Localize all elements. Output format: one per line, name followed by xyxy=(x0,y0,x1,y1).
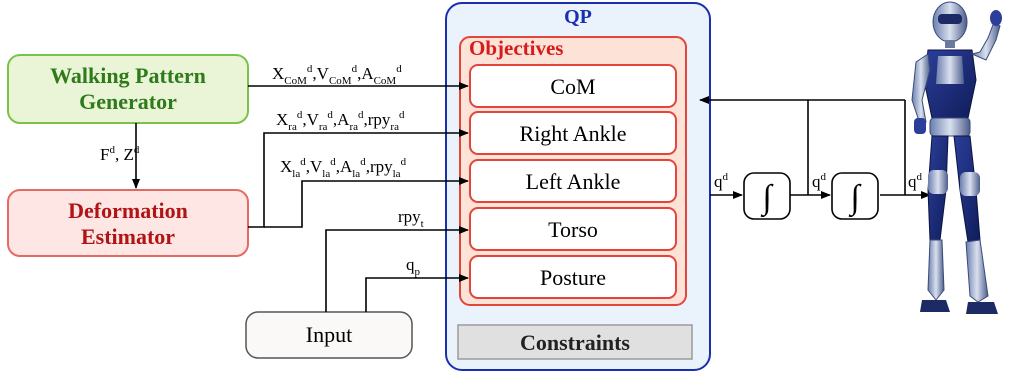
wpg-label-line1: Walking Pattern xyxy=(50,63,206,88)
signal-force-zmp: Fd, Zd xyxy=(100,144,140,164)
task-left-ankle-label: Left Ankle xyxy=(526,169,621,194)
def-label-line2: Estimator xyxy=(81,224,175,249)
integral-icon: ∫ xyxy=(848,179,862,218)
humanoid-robot-image xyxy=(911,1,1002,314)
integral-icon: ∫ xyxy=(760,179,774,218)
signal-right-ankle-refs: Xrad,Vrad,Arad,rpyrad xyxy=(276,109,405,133)
task-posture: Posture xyxy=(469,255,677,299)
task-torso-label: Torso xyxy=(548,217,598,242)
constraints-label: Constraints xyxy=(520,330,630,355)
integrator-1: ∫ xyxy=(743,172,791,220)
wire-right-ankle xyxy=(248,129,469,228)
signal-qdd: qd xyxy=(714,171,729,191)
task-right-ankle: Right Ankle xyxy=(469,111,677,155)
task-right-ankle-label: Right Ankle xyxy=(520,121,627,146)
qp-title: QP xyxy=(564,6,592,28)
deformation-estimator-block: Deformation Estimator xyxy=(7,189,249,257)
input-block: Input xyxy=(245,311,413,359)
wire-torso xyxy=(325,226,469,312)
walking-pattern-generator-block: Walking Pattern Generator xyxy=(7,54,249,124)
signal-posture-ref: qp xyxy=(406,255,421,278)
signal-left-ankle-refs: Xlad,Vlad,Alad,rpylad xyxy=(280,156,407,180)
def-label-line1: Deformation xyxy=(68,198,188,223)
signal-com-refs: XCoMd,VCoMd,ACoMd xyxy=(272,63,402,87)
constraints-block: Constraints xyxy=(457,324,693,360)
integrator-2: ∫ xyxy=(831,172,879,220)
task-left-ankle: Left Ankle xyxy=(469,159,677,203)
task-torso: Torso xyxy=(469,207,677,251)
connection-wires xyxy=(132,82,931,312)
input-label: Input xyxy=(306,322,352,347)
wire-left-ankle xyxy=(264,177,469,228)
wire-posture xyxy=(365,274,469,312)
signal-qd: qd xyxy=(812,171,827,191)
task-com: CoM xyxy=(469,64,677,108)
task-posture-label: Posture xyxy=(540,265,606,290)
signal-q: qd xyxy=(908,171,923,191)
task-com-label: CoM xyxy=(550,74,595,99)
objectives-title: Objectives xyxy=(469,36,563,60)
wpg-label-line2: Generator xyxy=(79,89,177,114)
signal-torso-ref: rpyt xyxy=(398,207,424,230)
